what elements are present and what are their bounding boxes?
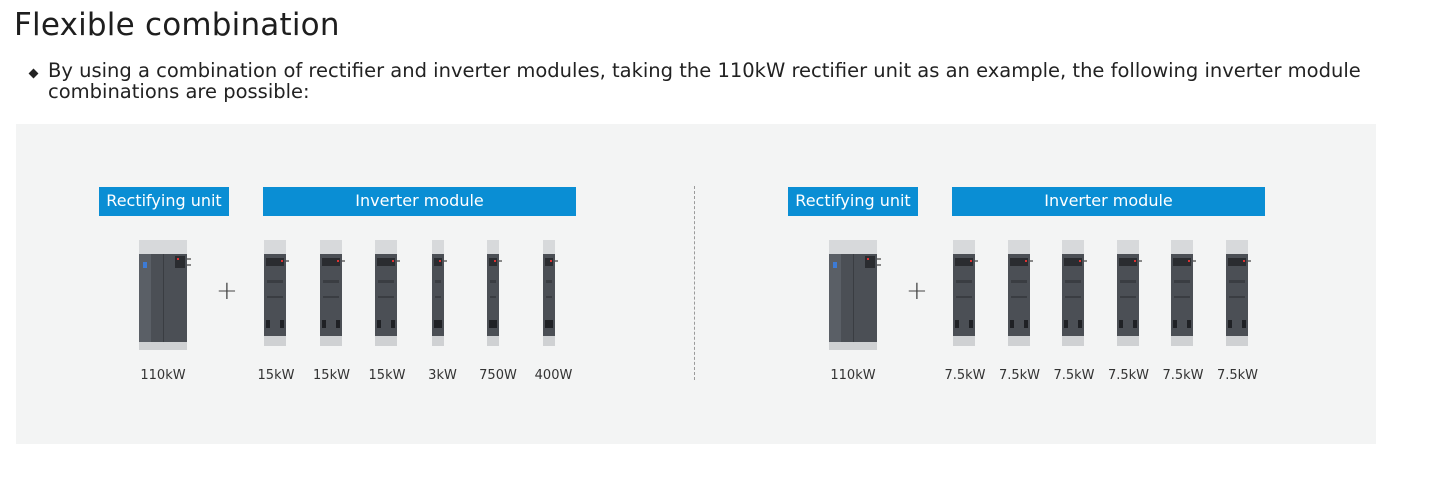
inverter-caption-1-3: 15kW — [368, 368, 406, 383]
inverter-caption-2-2: 7.5kW — [998, 368, 1041, 383]
inverter-module-image-1-4 — [429, 240, 457, 352]
inverter-caption-1-2: 15kW — [313, 368, 350, 383]
description-bullet: By using a combination of rectifier and … — [28, 59, 1390, 103]
rectifier-caption-1: 110kW — [140, 368, 186, 383]
inverter-module-image-1-6 — [540, 240, 568, 352]
plus-sign-1: + — [216, 276, 238, 306]
rectifier-header-1: Rectifying unit — [99, 187, 229, 216]
rectifier-unit-image-1 — [137, 240, 191, 352]
inverter-caption-2-4: 7.5kW — [1107, 368, 1150, 383]
inverter-module-image-1-5 — [484, 240, 512, 352]
inverter-header-1: Inverter module — [263, 187, 576, 216]
inverter-module-image-1-1 — [262, 240, 290, 352]
inverter-module-image-2-6 — [1224, 240, 1252, 352]
inverter-module-image-2-3 — [1060, 240, 1088, 352]
inverter-caption-1-1: 15kW — [257, 368, 295, 383]
description-text: By using a combination of rectifier and … — [48, 59, 1361, 103]
inverter-caption-2-6: 7.5kW — [1216, 368, 1259, 383]
inverter-module-image-2-5 — [1169, 240, 1197, 352]
inverter-module-image-2-4 — [1115, 240, 1143, 352]
diamond-bullet-icon — [28, 68, 39, 79]
rectifier-header-2: Rectifying unit — [788, 187, 918, 216]
inverter-module-image-2-1 — [951, 240, 979, 352]
rectifier-unit-image-2 — [827, 240, 881, 352]
page-title: Flexible combination — [14, 7, 340, 43]
plus-sign-2: + — [906, 276, 928, 306]
inverter-module-image-2-2 — [1006, 240, 1034, 352]
inverter-caption-2-1: 7.5kW — [944, 368, 986, 383]
inverter-header-2: Inverter module — [952, 187, 1265, 216]
inverter-module-image-1-3 — [373, 240, 401, 352]
inverter-caption-2-3: 7.5kW — [1053, 368, 1095, 383]
inverter-caption-1-5: 750W — [479, 368, 517, 383]
inverter-caption-2-5: 7.5kW — [1162, 368, 1204, 383]
combination-panel — [16, 124, 1376, 444]
inverter-module-image-1-2 — [318, 240, 346, 352]
dashed-divider — [694, 186, 695, 380]
inverter-caption-1-6: 400W — [534, 368, 573, 383]
inverter-caption-1-4: 3kW — [428, 368, 457, 383]
rectifier-caption-2: 110kW — [830, 368, 876, 383]
